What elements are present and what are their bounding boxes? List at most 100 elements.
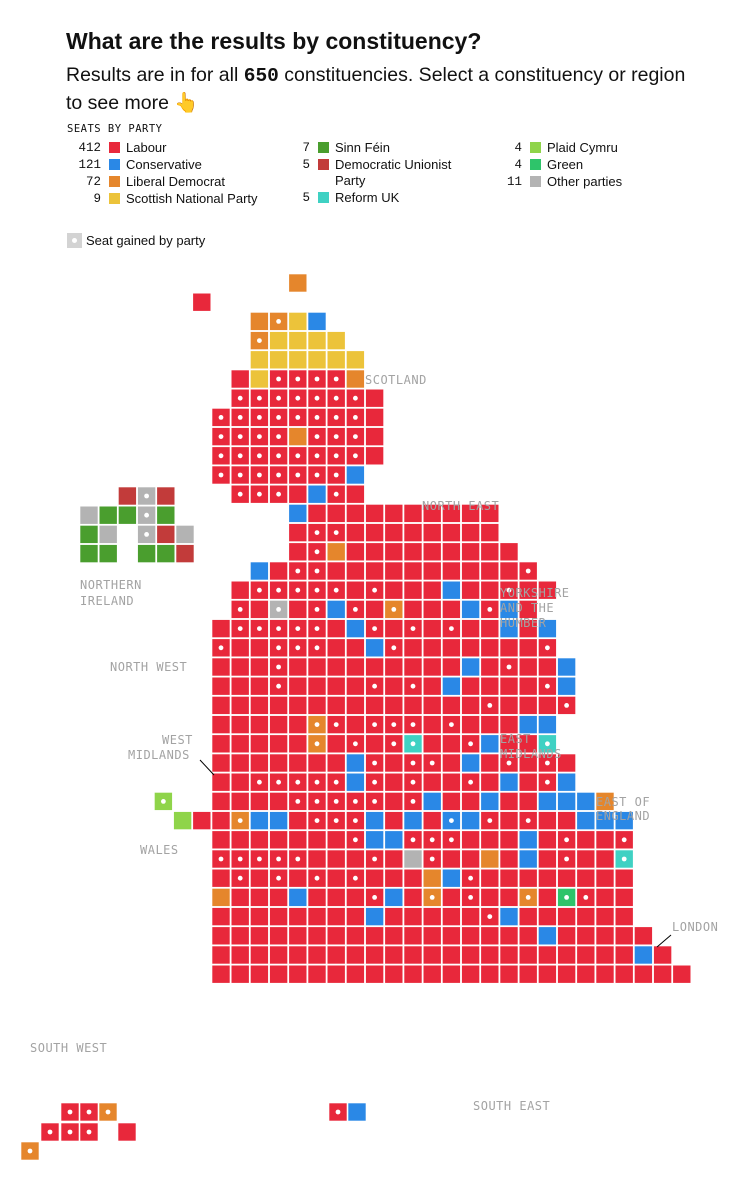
constituency-tile[interactable]	[365, 600, 384, 619]
constituency-tile[interactable]	[346, 868, 365, 888]
constituency-tile[interactable]	[288, 408, 308, 427]
constituency-tile[interactable]	[326, 868, 346, 888]
constituency-tile[interactable]	[442, 964, 461, 984]
constituency-tile[interactable]	[288, 331, 308, 350]
constituency-tile[interactable]	[576, 792, 596, 811]
constituency-tile[interactable]	[288, 312, 308, 331]
constituency-tile[interactable]	[211, 465, 231, 485]
constituency-tile[interactable]	[518, 907, 538, 926]
constituency-tile[interactable]	[288, 676, 308, 696]
constituency-tile[interactable]	[442, 696, 461, 715]
constituency-tile[interactable]	[346, 369, 365, 389]
constituency-tile[interactable]	[326, 580, 346, 600]
region-label[interactable]: LONDON	[672, 920, 718, 934]
constituency-tile[interactable]	[442, 600, 461, 619]
constituency-tile[interactable]	[288, 868, 308, 888]
constituency-tile[interactable]	[384, 849, 404, 869]
constituency-tile[interactable]	[307, 638, 327, 658]
constituency-tile[interactable]	[538, 964, 557, 984]
constituency-tile[interactable]	[365, 427, 384, 446]
constituency-tile[interactable]	[614, 888, 634, 907]
constituency-tile[interactable]	[269, 580, 288, 600]
constituency-tile[interactable]	[307, 484, 327, 504]
constituency-tile[interactable]	[518, 657, 538, 677]
constituency-tile[interactable]	[269, 312, 288, 331]
constituency-tile[interactable]	[442, 868, 461, 888]
constituency-tile[interactable]	[576, 888, 596, 907]
constituency-tile[interactable]	[307, 945, 327, 965]
constituency-tile[interactable]	[156, 544, 176, 563]
constituency-tile[interactable]	[614, 811, 634, 830]
constituency-tile[interactable]	[384, 926, 404, 946]
region-label[interactable]: NORTH EAST	[422, 499, 499, 513]
constituency-tile[interactable]	[20, 1141, 40, 1161]
constituency-tile[interactable]	[384, 945, 404, 965]
constituency-tile[interactable]	[365, 561, 384, 581]
constituency-tile[interactable]	[98, 1102, 118, 1122]
constituency-tile[interactable]	[328, 1102, 348, 1122]
constituency-tile[interactable]	[576, 945, 596, 965]
constituency-tile[interactable]	[211, 868, 231, 888]
constituency-tile[interactable]	[326, 523, 346, 542]
constituency-tile[interactable]	[346, 580, 365, 600]
constituency-tile[interactable]	[499, 926, 519, 946]
constituency-tile[interactable]	[499, 561, 519, 581]
constituency-tile[interactable]	[307, 926, 327, 946]
constituency-tile[interactable]	[403, 580, 423, 600]
constituency-tile[interactable]	[288, 465, 308, 485]
constituency-tile[interactable]	[346, 926, 365, 946]
constituency-tile[interactable]	[326, 408, 346, 427]
constituency-tile[interactable]	[518, 849, 538, 869]
constituency-tile[interactable]	[250, 926, 269, 946]
constituency-tile[interactable]	[346, 484, 365, 504]
constituency-tile[interactable]	[538, 753, 557, 773]
constituency-tile[interactable]	[499, 676, 519, 696]
constituency-tile[interactable]	[307, 446, 327, 466]
constituency-tile[interactable]	[442, 945, 461, 965]
constituency-tile[interactable]	[307, 580, 327, 600]
constituency-tile[interactable]	[365, 945, 384, 965]
constituency-tile[interactable]	[499, 600, 519, 619]
constituency-tile[interactable]	[346, 849, 365, 869]
constituency-tile[interactable]	[538, 772, 557, 792]
constituency-tile[interactable]	[442, 888, 461, 907]
constituency-tile[interactable]	[346, 657, 365, 677]
constituency-tile[interactable]	[403, 561, 423, 581]
constituency-tile[interactable]	[307, 408, 327, 427]
constituency-tile[interactable]	[403, 811, 423, 830]
constituency-tile[interactable]	[384, 657, 404, 677]
constituency-tile[interactable]	[250, 600, 269, 619]
constituency-tile[interactable]	[365, 811, 384, 830]
constituency-tile[interactable]	[614, 945, 634, 965]
constituency-tile[interactable]	[480, 696, 500, 715]
constituency-tile[interactable]	[230, 465, 250, 485]
constituency-tile[interactable]	[365, 792, 384, 811]
constituency-tile[interactable]	[518, 696, 538, 715]
constituency-tile[interactable]	[250, 676, 269, 696]
constituency-tile[interactable]	[269, 465, 288, 485]
constituency-tile[interactable]	[250, 331, 269, 350]
constituency-tile[interactable]	[288, 542, 308, 562]
constituency-tile[interactable]	[269, 811, 288, 830]
constituency-tile[interactable]	[499, 657, 519, 677]
constituency-tile[interactable]	[557, 830, 576, 850]
constituency-tile[interactable]	[269, 676, 288, 696]
constituency-tile[interactable]	[499, 868, 519, 888]
constituency-tile[interactable]	[538, 945, 557, 965]
constituency-tile[interactable]	[557, 945, 576, 965]
constituency-tile[interactable]	[461, 926, 480, 946]
constituency-tile[interactable]	[137, 505, 156, 525]
constituency-tile[interactable]	[307, 907, 327, 926]
constituency-tile[interactable]	[461, 734, 480, 754]
constituency-tile[interactable]	[346, 504, 365, 523]
constituency-tile[interactable]	[211, 408, 231, 427]
constituency-tile[interactable]	[346, 676, 365, 696]
constituency-tile[interactable]	[442, 676, 461, 696]
constituency-tile[interactable]	[230, 638, 250, 658]
constituency-tile[interactable]	[384, 600, 404, 619]
constituency-tile[interactable]	[518, 792, 538, 811]
constituency-tile[interactable]	[518, 926, 538, 946]
constituency-tile[interactable]	[614, 830, 634, 850]
